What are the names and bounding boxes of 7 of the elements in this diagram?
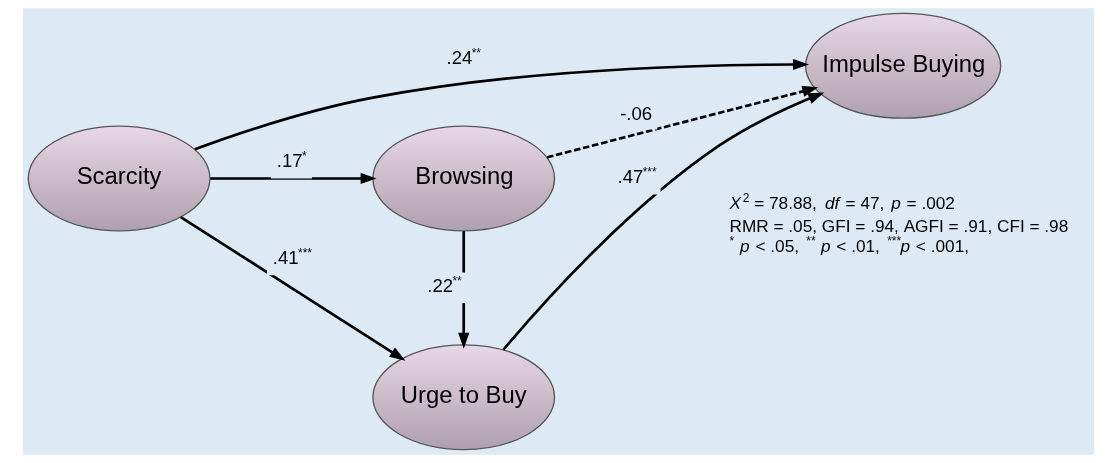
edge-label: .17$^{*}$ bbox=[276, 149, 307, 172]
edge-label: .24$^{**}$ bbox=[446, 46, 481, 69]
edge-label: .41$^{***}$ bbox=[272, 246, 312, 269]
edge-label: .22$^{**}$ bbox=[427, 274, 462, 297]
edge-label: .47$^{***}$ bbox=[617, 165, 657, 188]
label: X$^{2}$ = 78.88, df = 47, p = .002 bbox=[729, 191, 955, 214]
edge-label: -.06 bbox=[620, 102, 653, 124]
